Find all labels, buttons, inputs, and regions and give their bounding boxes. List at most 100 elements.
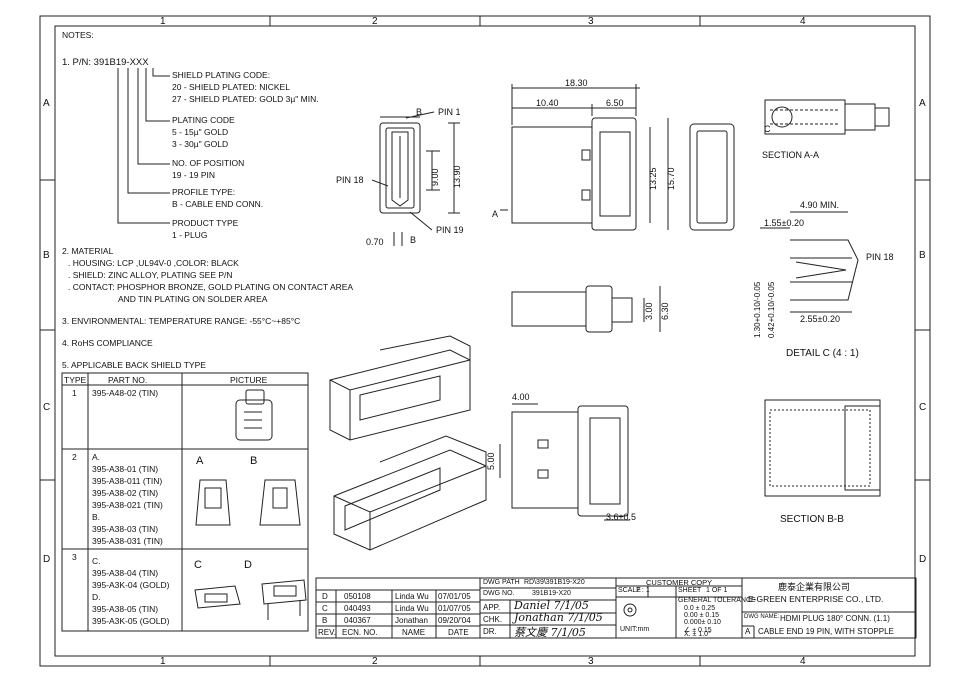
tbl-r3-p1: 395-A38-04 (TIN): [92, 568, 159, 578]
rev-h-rev: REV.: [318, 628, 336, 637]
shield-code-2: 27 - SHIELD PLATED: GOLD 3µ" MIN.: [172, 94, 319, 104]
ecn-b: 040367: [344, 616, 371, 625]
plating-code-0: PLATING CODE: [172, 115, 235, 125]
material-2: . SHIELD: ZINC ALLOY, PLATING SEE P/N: [68, 270, 233, 280]
sheet-value: 1 OF 1: [706, 587, 728, 594]
dim-070: 0.70: [366, 237, 384, 247]
iso-view-2: [333, 435, 487, 551]
gen-tol: GENERAL TOLERANCE: [678, 597, 756, 604]
zone-row-d: D: [43, 554, 50, 565]
rev-h-name: NAME: [402, 628, 426, 637]
tbl-h-picture: PICTURE: [230, 375, 268, 385]
material-4: AND TIN PLATING ON SOLDER AREA: [118, 294, 268, 304]
rev-h-date: DATE: [448, 628, 469, 637]
dwg-name-label: DWG NAME:: [744, 614, 780, 620]
name-d: Linda Wu: [395, 592, 429, 601]
label-b-top: B: [416, 107, 422, 117]
tol-1: 0.00 ± 0.15: [684, 612, 719, 619]
zone-row-c-right: C: [919, 402, 926, 413]
rohs: 4. RoHS COMPLIANCE: [62, 338, 153, 348]
tbl-h-type: TYPE: [64, 375, 87, 385]
ecn-c: 040493: [344, 604, 371, 613]
sig-dr: 蔡文慶 7/1/05: [514, 626, 586, 639]
profile-0: PROFILE TYPE:: [172, 187, 236, 197]
dim-042: 0.42+0.10/-0.05: [767, 281, 776, 338]
end-view: [689, 123, 735, 231]
shield-pic-c: [194, 585, 241, 609]
tbl-r3-p5: 395-A3K-05 (GOLD): [92, 616, 170, 626]
label-section-aa: SECTION A-A: [762, 150, 819, 160]
label-pin18-detail: PIN 18: [866, 252, 894, 262]
tbl-r2-p1: 395-A38-01 (TIN): [92, 464, 159, 474]
tbl-r2-p3: 395-A38-02 (TIN): [92, 488, 159, 498]
tol-2: 0.000± 0.10: [684, 619, 721, 626]
front-view: [379, 122, 421, 214]
tol-3: ∠ ± 0.15: [684, 627, 712, 634]
inner-border: [54, 25, 916, 657]
dim-1040: 10.40: [536, 98, 559, 108]
rev-b: B: [322, 616, 328, 625]
zone-row-b: B: [43, 250, 50, 261]
date-c: 01/07/'05: [438, 604, 471, 613]
date-d: 07/01/'05: [438, 592, 471, 601]
tol-4: X. ± 1.0°: [684, 631, 711, 638]
shield-pic-b: [259, 479, 301, 526]
title-block-grid: [315, 577, 917, 639]
label-chk: CHK.: [483, 615, 503, 624]
dim-155: 1.55±0.20: [764, 218, 804, 228]
label-b-bottom: B: [410, 235, 416, 245]
plating-code-2: 3 - 30µ" GOLD: [172, 139, 229, 149]
pic-label-d: D: [244, 559, 252, 571]
tbl-r2-p0: A.: [92, 452, 101, 462]
shield-pic-d: [261, 579, 307, 620]
shield-code-0: SHIELD PLATING CODE:: [172, 70, 271, 80]
pic-label-a: A: [196, 455, 204, 467]
label-dr: DR.: [483, 627, 497, 636]
zone-row-a: A: [43, 98, 50, 109]
dim-36: 3.6±0.5: [606, 512, 636, 522]
shield-type-title: 5. APPLICABLE BACK SHIELD TYPE: [62, 360, 206, 370]
pic-label-c: C: [194, 559, 202, 571]
scale-label: SCALE: [618, 587, 641, 594]
dim-130: 1.30+0.10/-0.05: [753, 281, 762, 338]
dim-1325: 13.25: [648, 167, 658, 190]
zone-row-d-right: D: [919, 554, 926, 565]
label-c: C: [764, 124, 771, 134]
product-1: 1 - PLUG: [172, 230, 208, 240]
tbl-r2-type: 2: [72, 452, 77, 462]
dwg-path-label: DWG PATH: [483, 579, 520, 586]
dim-1390: 13.90: [452, 165, 462, 188]
dwg-no-label: DWG NO.: [483, 590, 515, 597]
zone-row-a-right: A: [919, 98, 926, 109]
env: 3. ENVIRONMENTAL: TEMPERATURE RANGE: -55…: [62, 316, 301, 326]
zone-col-3: 3: [588, 16, 594, 27]
company-name: E-GREEN ENTERPRISE CO., LTD.: [748, 594, 884, 604]
section-b-b: [764, 399, 881, 497]
label-detail-c: DETAIL C (4 : 1): [786, 348, 859, 359]
shield-pic-1: [235, 389, 273, 441]
tbl-r2-p7: 395-A38-031 (TIN): [92, 536, 163, 546]
rev-h-ecn: ECN. NO.: [342, 628, 378, 637]
tbl-r3-type: 3: [72, 552, 77, 562]
profile-1: B - CABLE END CONN.: [172, 199, 264, 209]
dwg-name-2: CABLE END 19 PIN, WITH STOPPLE: [758, 627, 894, 636]
label-pin1: PIN 1: [438, 107, 461, 117]
dwg-no: 391B19-X20: [532, 590, 571, 597]
tbl-r2-p6: 395-A38-03 (TIN): [92, 524, 159, 534]
ecn-d: 050108: [344, 592, 371, 601]
rev-cell: A: [745, 627, 751, 636]
scale-value: 2 : 1: [636, 587, 650, 594]
material-3: . CONTACT: PHOSPHOR BRONZE, GOLD PLATING…: [68, 282, 354, 292]
shield-table-grid: [61, 372, 309, 632]
dim-900: 9.00: [430, 168, 440, 186]
label-section-bb: SECTION B-B: [780, 514, 844, 525]
zone-col-1: 1: [160, 16, 166, 27]
section-a-a: [764, 99, 890, 135]
tbl-r3-p2: 395-A3K-04 (GOLD): [92, 580, 170, 590]
dim-1830: 18.30: [565, 78, 588, 88]
name-c: Linda Wu: [395, 604, 429, 613]
shield-pic-a: [195, 479, 231, 526]
dim-630: 6.30: [660, 302, 670, 320]
tbl-r1-type: 1: [72, 388, 77, 398]
dim-400: 4.00: [512, 392, 530, 402]
